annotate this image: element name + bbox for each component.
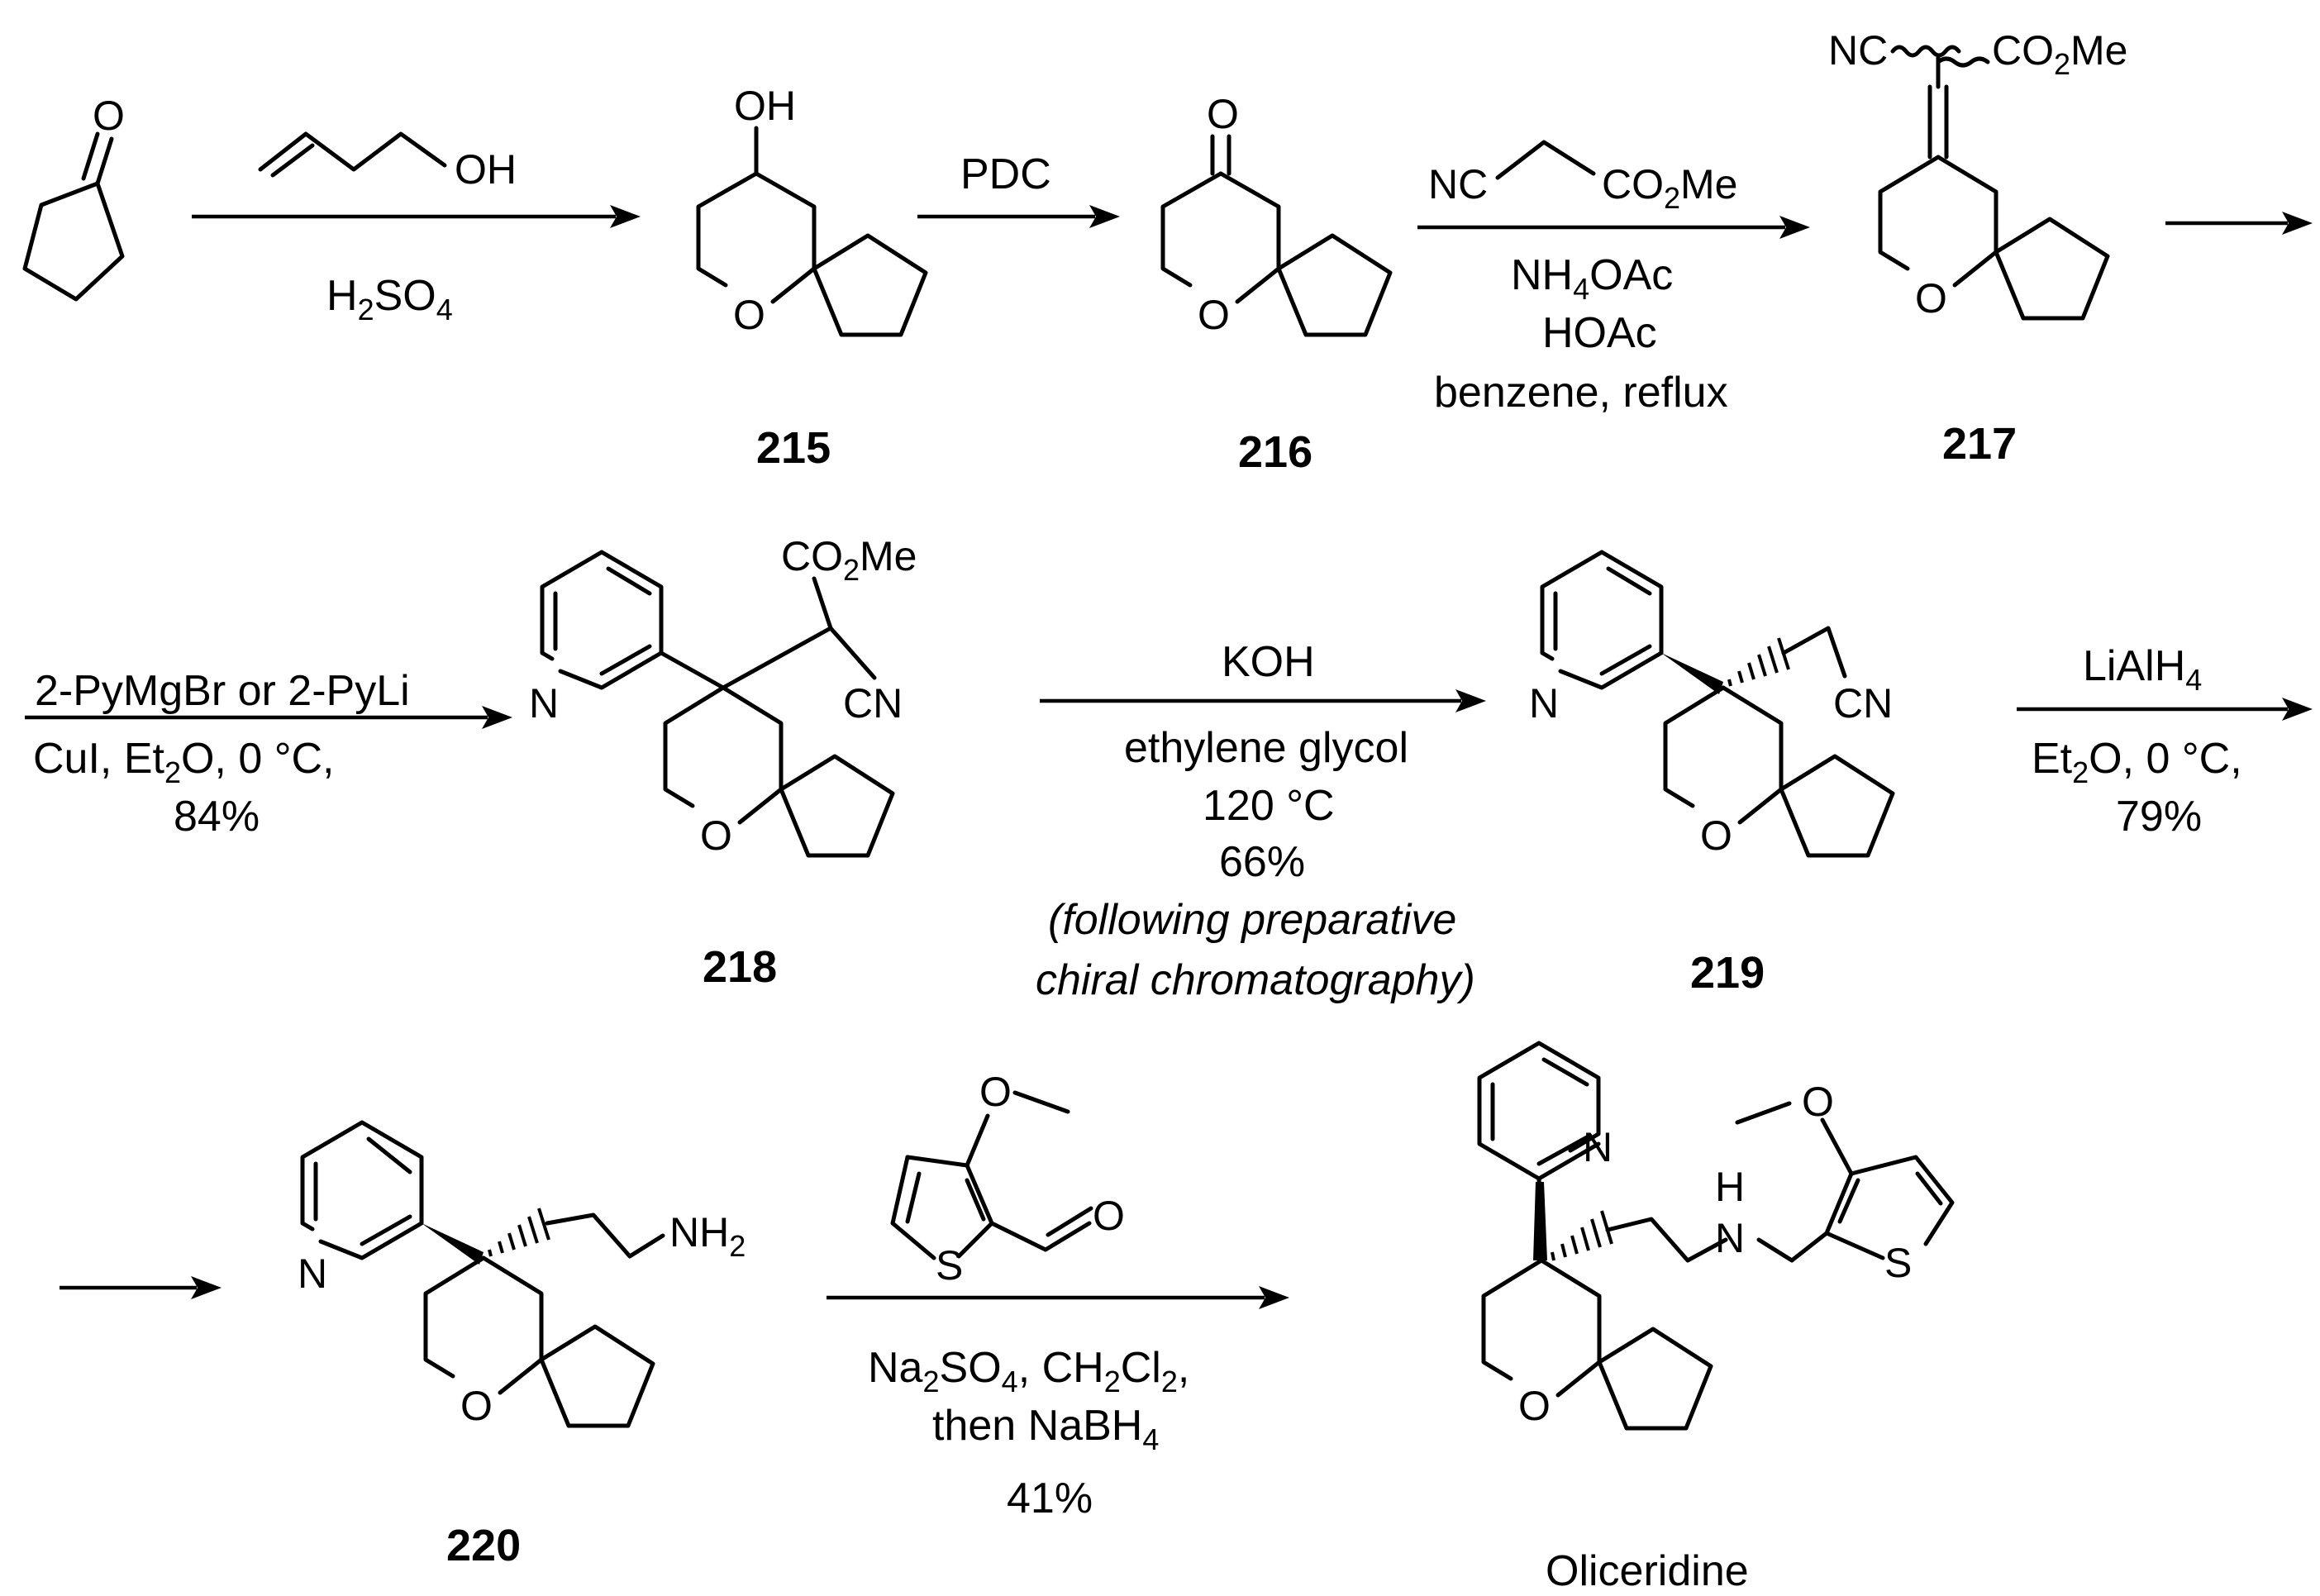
step-6-line-2: 120 °C xyxy=(1203,782,1335,830)
compound-220-structure: N NH2 O xyxy=(298,1120,746,1429)
arrow-step-6 xyxy=(1040,689,1486,712)
hash-bond xyxy=(1551,1210,1613,1261)
step-7-yield: 79% xyxy=(2116,793,2202,841)
arrow-step-4 xyxy=(2165,212,2313,235)
hydroxyl: OH xyxy=(734,83,796,129)
methoxy-o: O xyxy=(979,1069,1012,1115)
methyl-cyanoacetate: NC CO2Me xyxy=(1428,140,1738,215)
pyridine-n: N xyxy=(298,1251,327,1297)
arrow-step-1 xyxy=(192,205,641,228)
step-9-line-2: then NaBH4 xyxy=(932,1402,1159,1456)
step-3-line-2: HOAc xyxy=(1542,309,1657,357)
carbonyl-o: O xyxy=(93,93,125,139)
svg-text:CO2Me: CO2Me xyxy=(1992,27,2128,81)
ring-oxygen: O xyxy=(700,812,732,859)
svg-text:CO2Me: CO2Me xyxy=(1602,161,1738,215)
step-9-line-1: Na2SO4, CH2Cl2, xyxy=(868,1344,1189,1398)
ring-oxygen: O xyxy=(1198,292,1230,338)
step-9-yield: 41% xyxy=(1007,1475,1093,1522)
arrow-step-3 xyxy=(1417,216,1810,239)
ring-oxygen: O xyxy=(460,1383,493,1429)
compound-217-structure: NC CO2Me O xyxy=(1828,27,2128,322)
arrow-step-2 xyxy=(917,205,1120,228)
thiophene-s: S xyxy=(936,1242,963,1289)
step-5-yield: 84% xyxy=(174,793,260,841)
label-216: 216 xyxy=(1238,427,1312,477)
hash-bond xyxy=(488,1208,550,1257)
step-1-conditions: H2SO4 xyxy=(326,272,453,326)
step-3-line-1: NH4OAc xyxy=(1511,251,1673,306)
step-6-line-1: ethylene glycol xyxy=(1124,724,1408,772)
svg-text:CN: CN xyxy=(843,680,903,727)
step-5-line-1: CuI, Et2O, 0 °C, xyxy=(33,735,335,789)
compound-219-structure: N CN O xyxy=(1529,550,1895,859)
compound-218-structure: N CO2Me CN O xyxy=(529,533,917,859)
label-219: 219 xyxy=(1690,948,1765,998)
pyridine-n: N xyxy=(1583,1124,1613,1170)
pyridine-n: N xyxy=(529,680,559,727)
methoxythiophene-carbaldehyde: S O O xyxy=(890,1069,1125,1289)
arrow-step-5 xyxy=(25,706,512,729)
homoallyl-alcohol: OH xyxy=(258,131,517,193)
amine-n: N xyxy=(1715,1215,1745,1261)
ring-oxygen: O xyxy=(1700,812,1732,859)
label-218: 218 xyxy=(703,942,777,992)
step-7-line-1: Et2O, 0 °C, xyxy=(2032,735,2242,789)
step-6-line-5: chiral chromatography) xyxy=(1036,956,1475,1004)
step-7-reagent: LiAlH4 xyxy=(2083,642,2202,697)
ketone-o: O xyxy=(1207,91,1239,137)
amine-h: H xyxy=(1715,1164,1745,1210)
step-6-reagent: KOH xyxy=(1222,638,1315,686)
reagent-oh: OH xyxy=(455,146,517,193)
ring-oxygen: O xyxy=(1915,275,1947,322)
thiophene-s: S xyxy=(1884,1240,1912,1286)
aldehyde-o: O xyxy=(1093,1193,1125,1239)
arrow-step-7 xyxy=(2017,698,2313,721)
svg-text:CO2Me: CO2Me xyxy=(781,533,917,587)
ring-oxygen: O xyxy=(733,292,765,338)
ring-oxygen: O xyxy=(1518,1383,1551,1429)
compound-216-structure: O O xyxy=(1160,91,1393,338)
step-6-line-4: (following preparative xyxy=(1048,896,1456,944)
pyridine-n: N xyxy=(1529,680,1559,727)
step-5-reagent: 2-PyMgBr or 2-PyLi xyxy=(35,667,410,715)
cyclopentanone: O xyxy=(22,93,125,302)
svg-text:NC: NC xyxy=(1428,161,1488,207)
svg-text:NH2: NH2 xyxy=(669,1209,746,1263)
step-3-line-3: benzene, reflux xyxy=(1434,369,1728,417)
label-220: 220 xyxy=(446,1521,521,1570)
svg-text:NC: NC xyxy=(1828,27,1888,74)
svg-text:CN: CN xyxy=(1833,680,1893,727)
arrow-step-8 xyxy=(60,1276,222,1299)
oliceridine-structure: N H N S O O xyxy=(1477,1041,1955,1431)
step-6-line-3: 66% xyxy=(1219,838,1305,886)
arrow-step-9 xyxy=(827,1286,1289,1309)
compound-215-structure: OH O xyxy=(696,83,928,338)
label-215: 215 xyxy=(756,423,831,473)
label-oliceridine: Oliceridine xyxy=(1546,1547,1749,1595)
step-2-reagent: PDC xyxy=(960,150,1051,198)
label-217: 217 xyxy=(1942,419,2017,469)
hash-bond xyxy=(1727,637,1790,687)
methoxy-o: O xyxy=(1802,1079,1834,1125)
